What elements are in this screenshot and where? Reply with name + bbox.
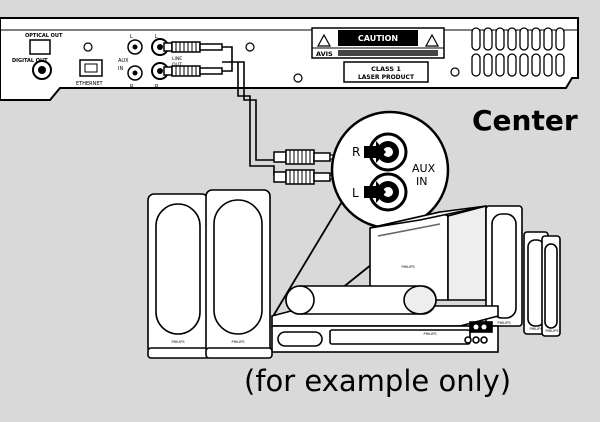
digital-out-label: DIGITAL OUT	[12, 58, 48, 64]
rear-speakers	[485, 205, 561, 337]
front-speakers	[147, 189, 273, 359]
aux-label: AUX	[118, 58, 129, 64]
arrow-right-icon	[364, 141, 386, 163]
receiver	[271, 305, 499, 353]
callout-l-label: L	[352, 186, 359, 200]
warning-triangle-icon	[316, 33, 332, 47]
class1-text: CLASS 1	[371, 65, 401, 73]
optical-out-label: OPTICAL OUT	[25, 33, 63, 39]
arrow-right-icon	[364, 181, 386, 203]
aux-in-label: IN	[118, 66, 123, 72]
callout-aux-label: AUX	[412, 162, 436, 175]
line-r-label: R	[155, 84, 159, 90]
example-caption: (for example only)	[244, 364, 512, 398]
caution-text: CAUTION	[358, 34, 398, 43]
line-l-label: L	[155, 34, 158, 40]
center-rear-panel: OPTICAL OUT DIGITAL OUT ETHERNET AUX IN …	[0, 17, 579, 101]
line-out-plugs	[163, 41, 223, 77]
class1-laser-label	[343, 61, 429, 83]
brand-label: PHILIPS	[545, 329, 559, 333]
brand-label: PHILIPS	[231, 340, 245, 344]
line-out-label-out: OUT	[172, 62, 182, 68]
brand-label: PHILIPS	[423, 332, 437, 336]
audio-cable	[222, 46, 275, 176]
center-title: Center	[472, 104, 578, 137]
warning-triangle-icon	[424, 33, 440, 47]
optical-out-port	[29, 39, 51, 55]
subwoofer	[369, 204, 487, 301]
aux-r-label: R	[130, 84, 134, 90]
ethernet-port	[79, 59, 103, 77]
brand-label: PHILIPS	[497, 321, 511, 325]
ethernet-label: ETHERNET	[76, 81, 104, 87]
home-theater-system: PHILIPS PHILIPS PHILIPS PHILIPS PHILIPS …	[147, 189, 561, 359]
avis-text: AVIS	[316, 50, 333, 58]
brand-label: PHILIPS	[529, 327, 543, 331]
callout-in-label: IN	[416, 175, 427, 188]
center-speaker	[285, 285, 437, 315]
line-out-label-line: LINE	[172, 56, 182, 62]
brand-label: PHILIPS	[171, 340, 185, 344]
brand-label: PHILIPS	[401, 265, 415, 269]
vent-grille	[471, 27, 565, 77]
callout-r-label: R	[352, 145, 360, 159]
brand-labels: PHILIPS PHILIPS PHILIPS PHILIPS PHILIPS …	[171, 265, 559, 344]
aux-l-label: L	[130, 34, 133, 40]
laser-product-text: LASER PRODUCT	[358, 74, 415, 81]
aux-in-callout: R L AUX IN	[271, 110, 450, 326]
